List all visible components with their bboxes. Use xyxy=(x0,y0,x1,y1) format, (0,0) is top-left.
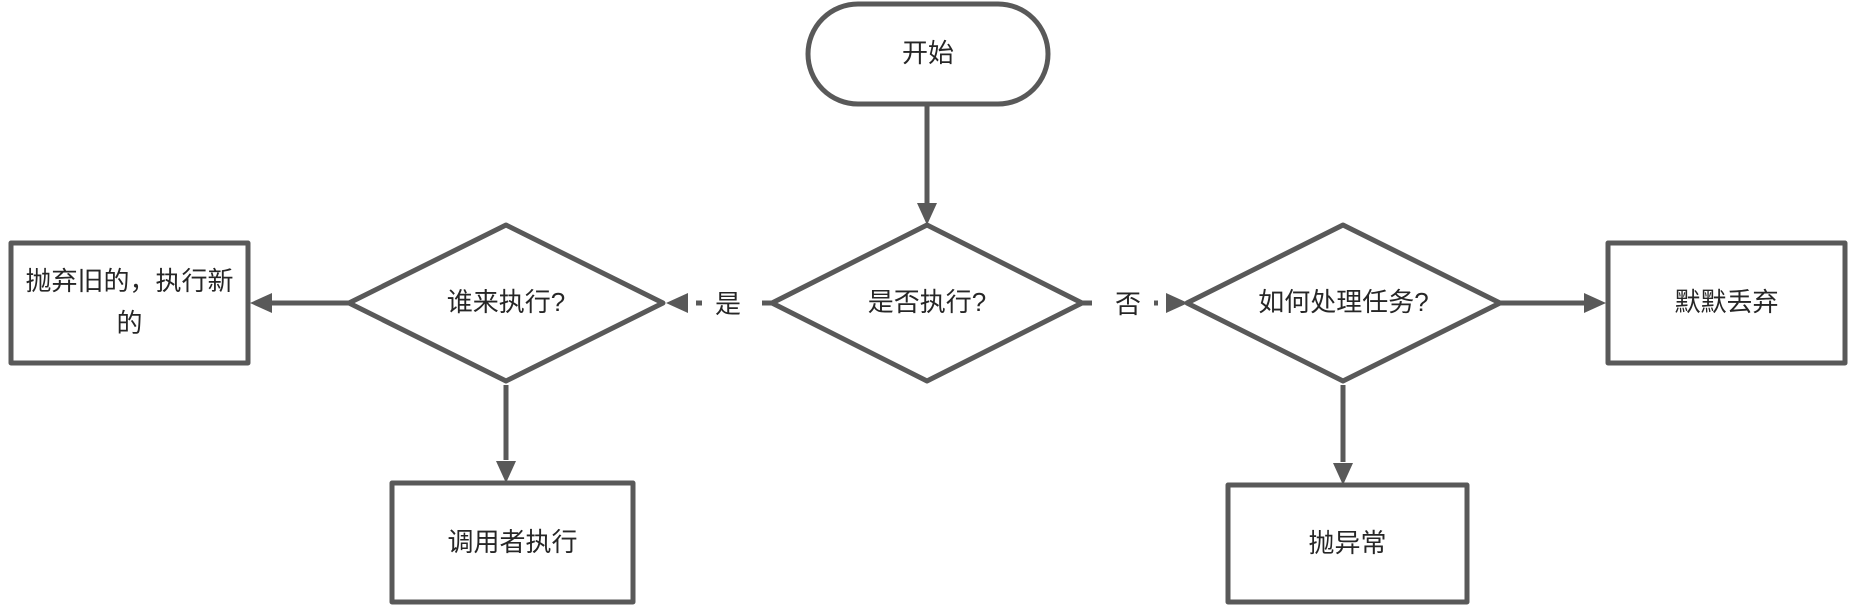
arrowhead-right-icon xyxy=(1166,293,1188,313)
node-throw-exception: 抛异常 xyxy=(1225,482,1470,605)
edge-start-to-decision-execute xyxy=(917,106,937,225)
edge-how-to-throw-exception xyxy=(1333,385,1353,485)
silent-discard-label: 默默丢弃 xyxy=(1674,287,1779,318)
edge-label-no: 否 xyxy=(1115,289,1141,319)
edge-who-to-discard-old xyxy=(250,293,349,313)
decision-execute-diamond-shape xyxy=(769,222,1085,384)
decision-how-label: 如何处理任务? xyxy=(1258,287,1429,318)
caller-runs-label: 调用者执行 xyxy=(447,526,578,557)
discard-old-rect-shape xyxy=(8,240,251,366)
start-stadium-shape xyxy=(805,1,1051,107)
caller-runs-rect-shape xyxy=(389,480,636,605)
node-start: 开始 xyxy=(805,1,1051,107)
arrowhead-down-icon xyxy=(496,461,516,483)
arrowhead-down-icon xyxy=(1333,463,1353,485)
discard-old-label: 抛弃旧的，执行新的 xyxy=(25,266,234,338)
edge-label-yes: 是 xyxy=(715,289,741,319)
edge-who-to-caller-runs xyxy=(496,385,516,483)
decision-execute-label: 是否执行? xyxy=(867,287,987,318)
edge-label-background xyxy=(1102,284,1154,322)
decision-how-diamond-shape xyxy=(1184,222,1503,384)
arrowhead-right-icon xyxy=(1584,293,1606,313)
start-label: 开始 xyxy=(901,38,954,69)
node-silent-discard: 默默丢弃 xyxy=(1605,240,1848,366)
node-caller-runs: 调用者执行 xyxy=(389,480,636,605)
throw-exception-rect-shape xyxy=(1225,482,1470,605)
silent-discard-rect-shape xyxy=(1605,240,1848,366)
edge-label-background xyxy=(702,284,754,322)
node-discard-old: 抛弃旧的，执行新的 xyxy=(8,240,251,366)
edge-execute-yes-to-who: 是 xyxy=(666,284,772,322)
throw-exception-label: 抛异常 xyxy=(1308,527,1387,558)
decision-who-label: 谁来执行? xyxy=(446,287,566,318)
edge-how-to-silent-discard xyxy=(1500,293,1606,313)
node-decision-who: 谁来执行? xyxy=(346,222,666,384)
decision-who-diamond-shape xyxy=(346,222,666,384)
arrowhead-left-icon xyxy=(666,293,688,313)
arrowhead-left-icon xyxy=(250,293,272,313)
node-decision-execute: 是否执行? xyxy=(769,222,1085,384)
arrowhead-down-icon xyxy=(917,203,937,225)
node-decision-how: 如何处理任务? xyxy=(1184,222,1503,384)
edge-execute-no-to-how: 否 xyxy=(1082,284,1188,322)
